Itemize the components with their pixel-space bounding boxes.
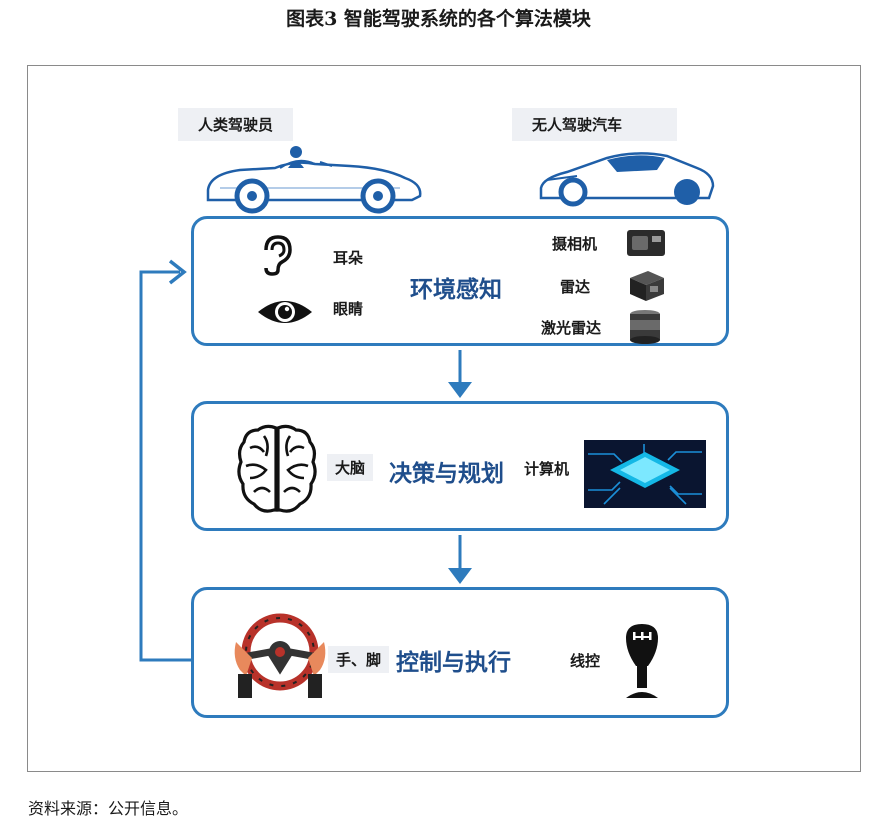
feedback-arrow-head	[168, 259, 187, 285]
ear-label: 耳朵	[333, 249, 364, 267]
ear-icon	[264, 235, 292, 276]
camera-label: 摄相机	[552, 235, 598, 253]
feedback-loop-line	[139, 270, 191, 662]
brain-icon	[237, 424, 317, 513]
perception-title: 环境感知	[410, 277, 502, 303]
steering-wheel-icon	[234, 613, 326, 698]
sports-car-icon	[539, 152, 715, 207]
camera-icon	[627, 230, 665, 256]
eye-label: 眼睛	[333, 300, 364, 318]
wire-control-label: 线控	[570, 652, 601, 670]
radar-label: 雷达	[560, 278, 591, 296]
diagram-frame	[27, 65, 861, 772]
brain-label: 大脑	[327, 454, 374, 481]
control-title: 控制与执行	[396, 650, 511, 676]
radar-icon	[630, 271, 664, 301]
lidar-label: 激光雷达	[541, 319, 602, 337]
hands-feet-label: 手、脚	[328, 646, 390, 673]
processor-chip-icon	[584, 440, 706, 508]
eye-icon	[258, 301, 312, 323]
convertible-car-icon	[206, 146, 422, 214]
lidar-icon	[630, 310, 660, 344]
planning-title: 决策与规划	[389, 461, 504, 487]
figure-title: 图表3 智能驾驶系统的各个算法模块	[286, 8, 591, 30]
arrow-head	[448, 382, 472, 398]
computer-label: 计算机	[524, 460, 570, 478]
gear-shift-icon	[626, 624, 658, 698]
autonomous-car-label: 无人驾驶汽车	[512, 108, 677, 141]
human-driver-label: 人类驾驶员	[178, 108, 294, 141]
arrow-head	[448, 568, 472, 584]
source-note: 资料来源：公开信息。	[28, 799, 189, 818]
